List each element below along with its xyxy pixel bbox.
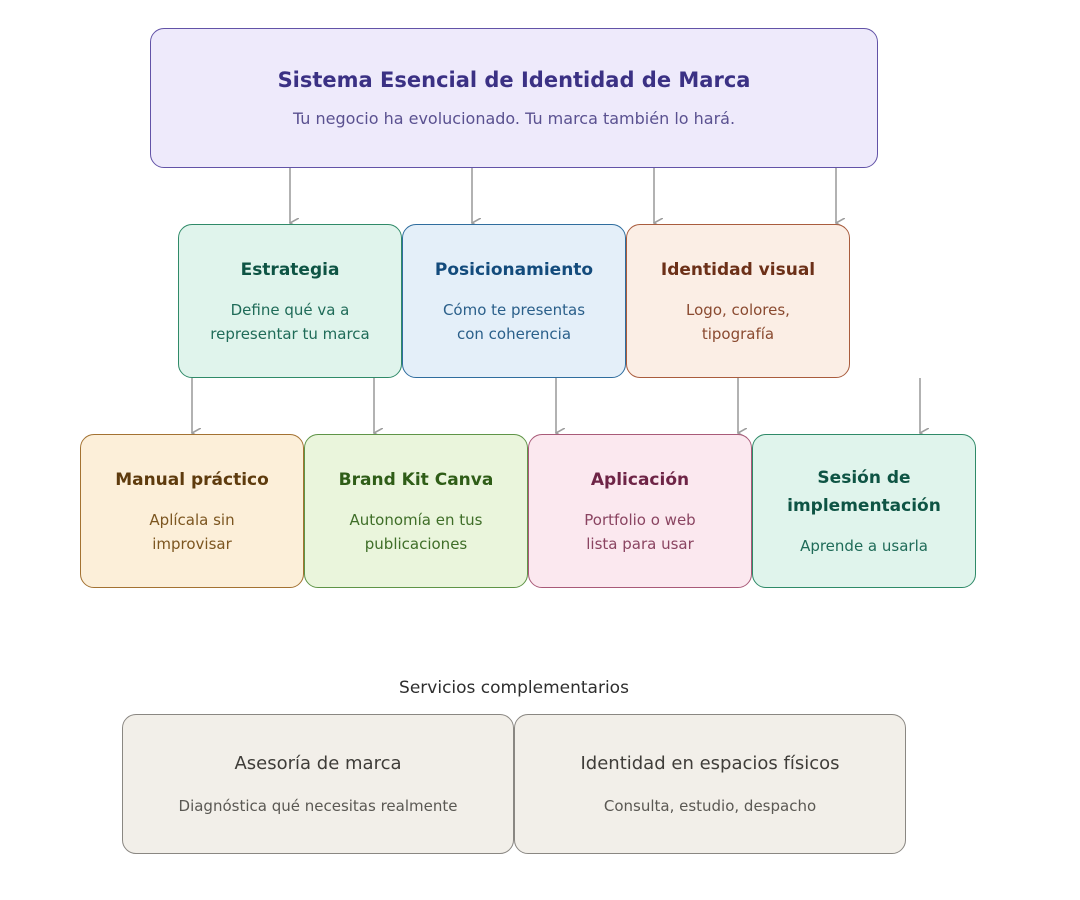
node-brand-kit-canva: Brand Kit Canva Autonomía en tus publica…: [304, 434, 528, 588]
node-description: Aprende a usarla: [800, 537, 928, 555]
desc-line: con coherencia: [456, 325, 572, 343]
desc-line: improvisar: [152, 535, 232, 553]
desc-line: tipografía: [701, 325, 775, 343]
node-title: Identidad visual: [660, 260, 816, 280]
node-title: Manual práctico: [115, 470, 269, 490]
desc-line: Portfolio o web: [584, 511, 696, 529]
root-subtitle: Tu negocio ha evolucionado. Tu marca tam…: [292, 109, 736, 128]
node-description: Cómo te presentas con coherencia: [443, 298, 585, 346]
title-line: Sesión de: [817, 468, 911, 488]
node-title: Sesión de implementación: [787, 464, 941, 520]
node-title: Estrategia: [240, 260, 340, 280]
root-title: Sistema Esencial de Identidad de Marca: [277, 68, 751, 92]
desc-line: lista para usar: [586, 535, 694, 553]
node-description: Aplícala sin improvisar: [149, 508, 234, 556]
desc-line: representar tu marca: [210, 325, 370, 343]
title-line: implementación: [787, 496, 941, 516]
node-description: Portfolio o web lista para usar: [584, 508, 695, 556]
desc-line: Cómo te presentas: [442, 301, 586, 319]
node-identidad-visual: Identidad visual Logo, colores, tipograf…: [626, 224, 850, 378]
node-manual-practico: Manual práctico Aplícala sin improvisar: [80, 434, 304, 588]
node-sesion-implementacion: Sesión de implementación Aprende a usarl…: [752, 434, 976, 588]
desc-line: Autonomía en tus: [349, 511, 483, 529]
node-identidad-espacios-fisicos: Identidad en espacios físicos Consulta, …: [514, 714, 906, 854]
node-title: Asesoría de marca: [234, 753, 402, 774]
node-description: Autonomía en tus publicaciones: [350, 508, 483, 556]
node-description: Consulta, estudio, despacho: [603, 797, 817, 815]
node-asesoria-marca: Asesoría de marca Diagnóstica qué necesi…: [122, 714, 514, 854]
desc-line: publicaciones: [364, 535, 468, 553]
node-posicionamiento: Posicionamiento Cómo te presentas con co…: [402, 224, 626, 378]
node-title: Posicionamiento: [434, 260, 594, 280]
node-description: Define qué va a representar tu marca: [210, 298, 369, 346]
node-description: Diagnóstica qué necesitas realmente: [178, 797, 458, 815]
node-title: Aplicación: [590, 470, 690, 490]
complementary-services-heading: Servicios complementarios: [399, 678, 629, 698]
node-estrategia: Estrategia Define qué va a representar t…: [178, 224, 402, 378]
node-aplicacion: Aplicación Portfolio o web lista para us…: [528, 434, 752, 588]
desc-line: Define qué va a: [230, 301, 350, 319]
desc-line: Logo, colores,: [686, 301, 790, 319]
node-title: Identidad en espacios físicos: [580, 753, 840, 774]
root-node: Sistema Esencial de Identidad de Marca T…: [150, 28, 878, 168]
node-title: Brand Kit Canva: [338, 470, 494, 490]
desc-line: Aplícala sin: [149, 511, 235, 529]
node-description: Logo, colores, tipografía: [686, 298, 790, 346]
